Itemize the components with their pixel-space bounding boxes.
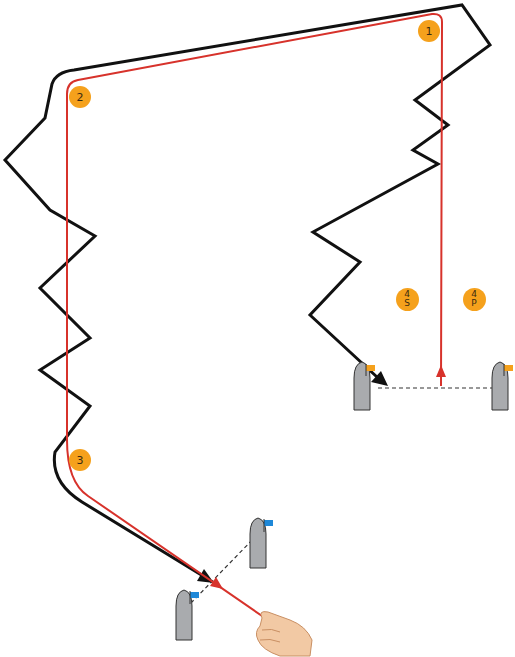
finish-line bbox=[190, 535, 257, 604]
course-mark: 3 bbox=[69, 449, 91, 471]
arrowhead bbox=[436, 365, 446, 377]
mark-number: 3 bbox=[77, 455, 84, 466]
start-line bbox=[378, 387, 494, 388]
mark-number: 2 bbox=[77, 92, 84, 103]
course-mark: 2 bbox=[69, 86, 91, 108]
arrowhead bbox=[210, 577, 223, 589]
course-mark: 4 S bbox=[396, 288, 419, 311]
finish-boat bbox=[250, 518, 273, 568]
course-mark: 1 bbox=[418, 20, 440, 42]
red-track bbox=[67, 14, 442, 618]
hand bbox=[256, 612, 312, 656]
black-track bbox=[5, 5, 490, 576]
arrowhead bbox=[371, 371, 388, 386]
start-boat bbox=[492, 362, 513, 410]
mark-number: 1 bbox=[426, 26, 433, 37]
mark-number: 4 S bbox=[404, 290, 410, 308]
course-mark: 4 P bbox=[463, 288, 486, 311]
mark-number: 4 P bbox=[471, 290, 477, 308]
finish-boat bbox=[176, 590, 199, 640]
start-boat bbox=[354, 362, 375, 410]
